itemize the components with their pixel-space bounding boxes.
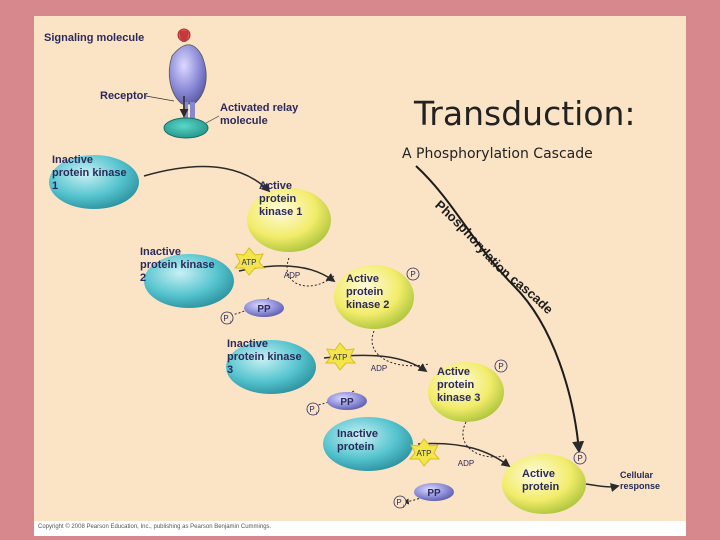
- active-protein-label: Active protein: [522, 468, 560, 493]
- inactive-pk3-label: Inactive protein kinase 3: [227, 338, 302, 376]
- atp-star-1: [233, 247, 266, 276]
- slide-title: Transduction:: [414, 94, 636, 133]
- cascade-diagram: ATP ATP ATP ADP ADP ADP P P P P P P i i …: [49, 28, 620, 514]
- pp-oval-2: [327, 392, 367, 410]
- pp-oval-1: [244, 299, 284, 317]
- pp-label-3: PP: [427, 488, 441, 499]
- atp-star-3: [408, 438, 441, 467]
- pp-label-1: PP: [257, 304, 271, 315]
- figure-panel: ATP ATP ATP ADP ADP ADP P P P P P P i i …: [34, 16, 686, 521]
- inactive-pk1-shape: [49, 155, 139, 209]
- active-pk2-shape: [334, 265, 414, 329]
- activated-relay-label: Activated relay molecule: [220, 102, 299, 127]
- pi-3: [393, 495, 407, 509]
- active-pk1-label: Active protein kinase 1: [259, 180, 303, 218]
- atp-star-2: [324, 342, 357, 371]
- slide-subtitle: A Phosphorylation Cascade: [402, 146, 593, 162]
- p-label-pk2: P: [410, 270, 415, 279]
- active-pk3-label: Active protein kinase 3: [437, 366, 481, 404]
- phosphate-pk2: [406, 267, 420, 281]
- relay-molecule: [163, 117, 209, 139]
- atp-label-2: ATP: [333, 353, 348, 362]
- pi-sub-3: i: [403, 504, 404, 510]
- signaling-molecule-label: Signaling molecule: [44, 32, 145, 44]
- pi-1: [220, 311, 234, 325]
- cellular-response-label: Cellular response: [620, 470, 661, 491]
- cascade-arrow-label: Phosphorylation cascade: [432, 197, 556, 317]
- phosphate-pk3: [494, 359, 508, 373]
- pi-label-1: P: [223, 314, 228, 323]
- receptor-label: Receptor: [100, 90, 148, 102]
- slide: ATP ATP ATP ADP ADP ADP P P P P P P i i …: [34, 16, 686, 536]
- inactive-pk3-shape: [226, 340, 316, 394]
- active-pk1-shape: [247, 188, 331, 252]
- pi-sub-1: i: [230, 320, 231, 326]
- active-protein-shape: [502, 454, 586, 514]
- adp-label-2: ADP: [371, 364, 387, 373]
- inactive-pk1-label: Inactive protein kinase 1: [52, 154, 127, 192]
- atp-label-3: ATP: [417, 449, 432, 458]
- p-label-pk3: P: [498, 362, 503, 371]
- active-pk2-label: Active protein kinase 2: [346, 273, 390, 311]
- pi-2: [306, 402, 320, 416]
- adp-label-3: ADP: [458, 459, 474, 468]
- pp-label-2: PP: [340, 397, 354, 408]
- phosphate-protein: [573, 451, 587, 465]
- pi-label-2: P: [309, 405, 314, 414]
- p-label-protein: P: [577, 454, 582, 463]
- inactive-pk2-label: Inactive protein kinase 2: [140, 246, 215, 284]
- inactive-protein-label: Inactive protein: [337, 428, 378, 453]
- copyright-text: Copyright © 2008 Pearson Education, Inc.…: [38, 524, 272, 530]
- atp-label-1: ATP: [242, 258, 257, 267]
- pp-oval-3: [414, 483, 454, 501]
- pi-label-3: P: [396, 498, 401, 507]
- inactive-protein-shape: [323, 417, 413, 471]
- inactive-pk2-shape: [144, 254, 234, 308]
- pi-sub-2: i: [316, 411, 317, 417]
- adp-label-1: ADP: [284, 271, 300, 280]
- active-pk3-shape: [428, 362, 504, 422]
- receptor: [168, 44, 207, 126]
